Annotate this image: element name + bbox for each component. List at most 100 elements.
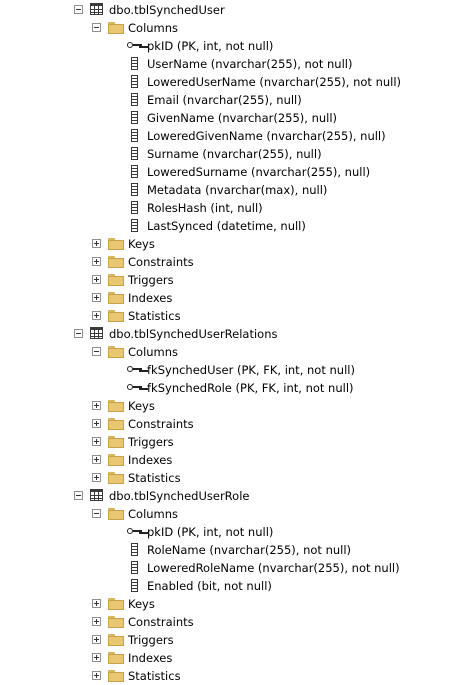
column-node[interactable]: Surname (nvarchar(255), null) (0, 145, 474, 163)
column-node[interactable]: Enabled (bit, not null) (0, 577, 474, 595)
folder-label: Columns (128, 21, 179, 35)
table-name: dbo.tblSynchedUserRole (109, 489, 250, 503)
folder-node-indexes[interactable]: Indexes (0, 451, 474, 469)
expand-icon[interactable] (92, 653, 101, 662)
expand-icon[interactable] (92, 635, 101, 644)
column-label: pkID (PK, int, not null) (147, 39, 274, 53)
collapse-icon[interactable] (74, 329, 83, 338)
folder-label: Triggers (128, 633, 174, 647)
column-node[interactable]: fkSynchedUser (PK, FK, int, not null) (0, 361, 474, 379)
folder-label: Keys (128, 597, 155, 611)
folder-label: Indexes (128, 291, 173, 305)
column-label: LoweredRoleName (nvarchar(255), not null… (147, 561, 400, 575)
table-node[interactable]: dbo.tblSynchedUser (0, 1, 474, 19)
expand-icon[interactable] (92, 293, 101, 302)
folder-node-keys[interactable]: Keys (0, 595, 474, 613)
expand-icon[interactable] (92, 257, 101, 266)
expand-icon[interactable] (92, 311, 101, 320)
folder-node-constraints[interactable]: Constraints (0, 415, 474, 433)
column-node[interactable]: Email (nvarchar(255), null) (0, 91, 474, 109)
folder-node-indexes[interactable]: Indexes (0, 289, 474, 307)
column-node[interactable]: LoweredUserName (nvarchar(255), not null… (0, 73, 474, 91)
column-node[interactable]: LastSynced (datetime, null) (0, 217, 474, 235)
folder-node-constraints[interactable]: Constraints (0, 613, 474, 631)
table-icon (90, 3, 103, 15)
column-node[interactable]: LoweredGivenName (nvarchar(255), null) (0, 127, 474, 145)
expand-icon[interactable] (92, 617, 101, 626)
folder-node-indexes[interactable]: Indexes (0, 649, 474, 667)
expand-icon[interactable] (92, 599, 101, 608)
column-label: Enabled (bit, not null) (147, 579, 272, 593)
folder-icon (108, 292, 124, 304)
folder-label: Indexes (128, 453, 173, 467)
column-node[interactable]: UserName (nvarchar(255), not null) (0, 55, 474, 73)
expand-icon[interactable] (92, 437, 101, 446)
column-icon (131, 93, 138, 106)
expand-icon[interactable] (92, 401, 101, 410)
expand-icon[interactable] (92, 239, 101, 248)
folder-icon (108, 598, 124, 610)
column-label: RoleName (nvarchar(255), not null) (147, 543, 352, 557)
folder-icon (108, 472, 124, 484)
folder-label: Keys (128, 237, 155, 251)
column-node[interactable]: pkID (PK, int, not null) (0, 37, 474, 55)
folder-node-triggers[interactable]: Triggers (0, 271, 474, 289)
folder-node-statistics[interactable]: Statistics (0, 667, 474, 685)
folder-node-constraints[interactable]: Constraints (0, 253, 474, 271)
column-node[interactable]: pkID (PK, int, not null) (0, 523, 474, 541)
column-label: LastSynced (datetime, null) (147, 219, 306, 233)
folder-node-keys[interactable]: Keys (0, 397, 474, 415)
expand-icon[interactable] (92, 671, 101, 680)
folder-node-statistics[interactable]: Statistics (0, 307, 474, 325)
folder-icon (108, 670, 124, 682)
collapse-icon[interactable] (92, 23, 101, 32)
collapse-icon[interactable] (92, 509, 101, 518)
table-node[interactable]: dbo.tblSynchedUserRelations (0, 325, 474, 343)
column-icon (131, 57, 138, 70)
expand-icon[interactable] (92, 473, 101, 482)
column-icon (131, 147, 138, 160)
column-node[interactable]: GivenName (nvarchar(255), null) (0, 109, 474, 127)
folder-icon (108, 310, 124, 322)
column-node[interactable]: LoweredRoleName (nvarchar(255), not null… (0, 559, 474, 577)
key-icon (127, 384, 143, 392)
column-label: Surname (nvarchar(255), null) (147, 147, 322, 161)
column-node[interactable]: RolesHash (int, null) (0, 199, 474, 217)
folder-icon (108, 508, 124, 520)
folder-node-statistics[interactable]: Statistics (0, 469, 474, 487)
column-node[interactable]: RoleName (nvarchar(255), not null) (0, 541, 474, 559)
table-icon (90, 327, 103, 339)
column-node[interactable]: fkSynchedRole (PK, FK, int, not null) (0, 379, 474, 397)
folder-icon (108, 634, 124, 646)
key-icon (127, 42, 143, 50)
folder-node-triggers[interactable]: Triggers (0, 433, 474, 451)
folder-label: Columns (128, 345, 179, 359)
expand-icon[interactable] (92, 455, 101, 464)
folder-icon (108, 256, 124, 268)
folder-node-triggers[interactable]: Triggers (0, 631, 474, 649)
column-icon (131, 183, 138, 196)
expand-icon[interactable] (92, 419, 101, 428)
table-node[interactable]: dbo.tblSynchedUserRole (0, 487, 474, 505)
columns-folder-node[interactable]: Columns (0, 19, 474, 37)
collapse-icon[interactable] (74, 5, 83, 14)
column-label: LoweredSurname (nvarchar(255), null) (147, 165, 371, 179)
folder-label: Statistics (128, 471, 181, 485)
key-icon (127, 366, 143, 374)
table-name: dbo.tblSynchedUserRelations (109, 327, 278, 341)
column-label: pkID (PK, int, not null) (147, 525, 274, 539)
column-icon (131, 579, 138, 592)
column-label: Metadata (nvarchar(max), null) (147, 183, 328, 197)
collapse-icon[interactable] (92, 347, 101, 356)
folder-node-keys[interactable]: Keys (0, 235, 474, 253)
column-icon (131, 75, 138, 88)
column-node[interactable]: LoweredSurname (nvarchar(255), null) (0, 163, 474, 181)
columns-folder-node[interactable]: Columns (0, 343, 474, 361)
folder-label: Triggers (128, 435, 174, 449)
collapse-icon[interactable] (74, 491, 83, 500)
column-label: GivenName (nvarchar(255), null) (147, 111, 338, 125)
column-node[interactable]: Metadata (nvarchar(max), null) (0, 181, 474, 199)
columns-folder-node[interactable]: Columns (0, 505, 474, 523)
table-icon (90, 489, 103, 501)
expand-icon[interactable] (92, 275, 101, 284)
